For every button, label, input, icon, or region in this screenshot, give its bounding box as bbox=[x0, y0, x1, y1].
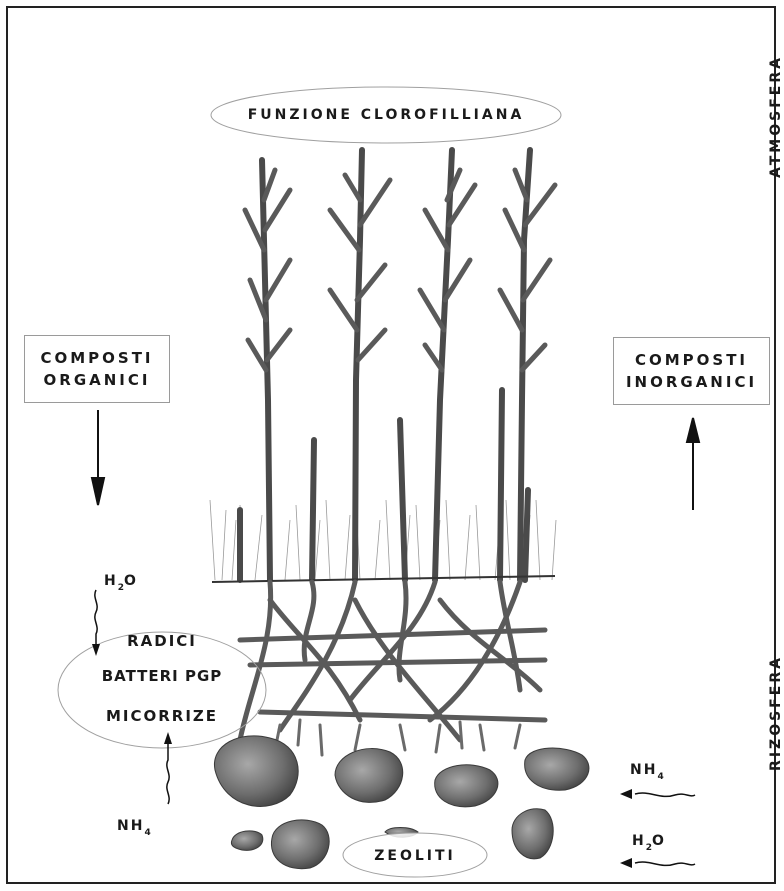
title: FUNZIONE CLOROFILLIANA bbox=[211, 100, 561, 130]
grass bbox=[210, 500, 556, 580]
organic-box-line2: ORGANICI bbox=[44, 369, 151, 391]
root-zone-bacteria: BATTERI PGP bbox=[82, 667, 242, 685]
root-hairs bbox=[275, 720, 520, 755]
plant-stems bbox=[240, 150, 530, 580]
organic-box-line1: COMPOSTI bbox=[40, 347, 153, 369]
root-zone-roots: RADICI bbox=[112, 632, 212, 650]
inorganic-box-line1: COMPOSTI bbox=[635, 349, 748, 371]
flow-arrows bbox=[92, 410, 699, 510]
ammonium-input-right: NH4 bbox=[630, 762, 664, 778]
rhizosphere-label: RIZOSFERA bbox=[768, 653, 784, 773]
atmosphere-label: ATMOSFERA bbox=[768, 58, 784, 178]
roots bbox=[240, 582, 545, 740]
plant-branches bbox=[245, 170, 555, 370]
soil-line bbox=[212, 576, 555, 582]
water-input-right: H2O bbox=[632, 833, 666, 849]
zeolites-label: ZEOLITI bbox=[343, 844, 487, 868]
inorganic-compounds-box: COMPOSTI INORGANICI bbox=[613, 337, 770, 405]
inorganic-box-line2: INORGANICI bbox=[626, 371, 757, 393]
root-zone-mycorrhizae: MICORRIZE bbox=[92, 707, 232, 725]
water-input-left: H2O bbox=[104, 573, 138, 589]
organic-compounds-box: COMPOSTI ORGANICI bbox=[24, 335, 170, 403]
ammonium-input-left: NH4 bbox=[117, 818, 151, 834]
